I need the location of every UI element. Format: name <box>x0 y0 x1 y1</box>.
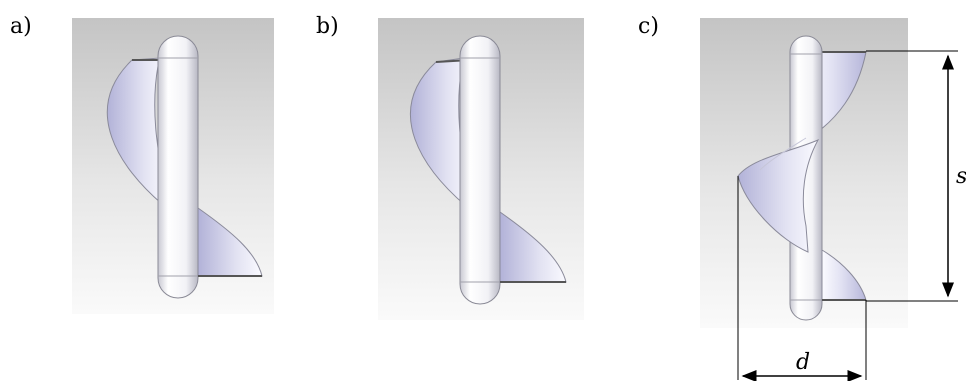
auger-flight-middle-c <box>737 138 820 253</box>
diameter-label: d <box>796 350 811 375</box>
panel-b <box>378 18 584 320</box>
shaft-a <box>157 35 199 299</box>
panel-label-b: b) <box>316 14 339 39</box>
flight-highlight-c <box>759 137 807 171</box>
pitch-label: s <box>956 164 966 189</box>
panel-label-a: a) <box>10 14 32 39</box>
panel-c <box>700 18 958 381</box>
shaft-b <box>459 35 501 305</box>
panel-a <box>72 18 274 314</box>
panel-label-c: c) <box>638 14 659 39</box>
